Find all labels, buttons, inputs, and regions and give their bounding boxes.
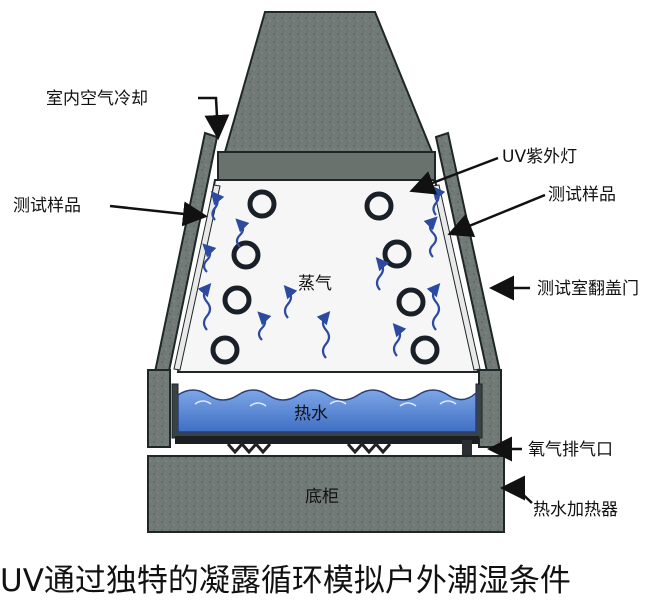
uv-lamp-ring [396, 287, 426, 317]
uv-lamp-ring [410, 335, 440, 365]
water-ripples [194, 400, 457, 407]
arrow-sample-left [109, 201, 208, 227]
arrow-uv-lamp [409, 156, 499, 195]
label-chamber-lid-door: 测试室翻盖门 [537, 279, 639, 299]
label-water-heater: 热水加热器 [533, 500, 618, 520]
exhaust-pipe [462, 440, 472, 458]
arrow-indoor-air [198, 96, 230, 140]
label-uv-lamp: UV紫外灯 [502, 147, 577, 167]
cap-band [217, 151, 436, 181]
heater-bar [175, 436, 479, 444]
base-cabinet [147, 455, 505, 533]
steam-squiggles [197, 185, 446, 359]
hot-water [177, 389, 477, 433]
uv-lamp-ring [364, 191, 394, 221]
left-sample-strip [173, 184, 221, 371]
left-lower-pillar [147, 369, 171, 448]
label-oxygen-exhaust: 氧气排气口 [528, 440, 613, 460]
uv-lamp-ring [247, 189, 277, 219]
label-hot-water: 热水 [294, 404, 328, 424]
label-steam: 蒸气 [298, 274, 332, 294]
uv-lamp-ring [382, 239, 412, 269]
arrow-water-heater [500, 475, 533, 504]
heater-coil-right [346, 441, 392, 455]
heater-coil-left [226, 441, 272, 455]
label-test-sample-left: 测试样品 [13, 196, 81, 216]
top-cap [223, 11, 434, 153]
label-test-sample-right: 测试样品 [548, 185, 616, 205]
label-indoor-air-cooling: 室内空气冷却 [46, 89, 148, 109]
arrow-sample-right [447, 193, 546, 238]
uv-lamp-ring [210, 335, 240, 365]
uv-lamp-ring [222, 285, 252, 315]
label-base-cabinet: 底柜 [305, 487, 339, 507]
leader-lines [109, 96, 546, 504]
uv-lamp-ring [231, 240, 261, 270]
uv-lamps [210, 189, 440, 365]
diagram-caption: UV通过独特的凝露循环模拟户外潮湿条件 [0, 563, 571, 599]
